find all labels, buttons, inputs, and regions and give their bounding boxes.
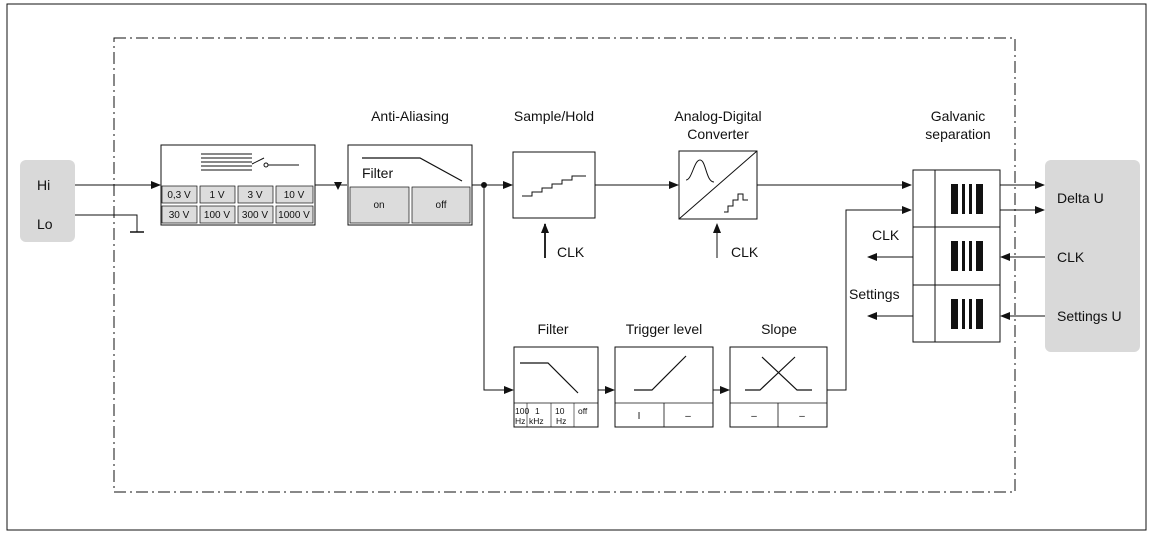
triangle-icon: [334, 182, 342, 190]
device-boundary: [113, 37, 1016, 493]
range-key[interactable]: [237, 205, 274, 224]
out-clk-label: CLK: [1057, 249, 1085, 265]
range-label: 1 V: [209, 190, 224, 201]
delta-u-label: Delta U: [1057, 190, 1104, 206]
aa-off-button[interactable]: [411, 186, 471, 224]
anti-aliasing-block: Anti-Aliasing Filter on off: [347, 108, 473, 226]
aa-filter-label: Filter: [362, 165, 393, 181]
slope-x-icon: [745, 356, 812, 391]
staircase-icon: [522, 175, 586, 197]
slope-title: Slope: [761, 321, 797, 337]
range-label: 3 V: [247, 190, 262, 201]
galvanic-title-2: separation: [925, 126, 990, 142]
switch-icon: [201, 153, 299, 171]
lowpass-curve-icon: [362, 157, 463, 182]
galvanic-title-1: Galvanic: [931, 108, 985, 124]
trigger-level-btn2[interactable]: –: [685, 411, 691, 422]
tf-option-top[interactable]: 10: [555, 406, 565, 416]
side-settings-label: Settings: [849, 286, 900, 302]
range-key[interactable]: [161, 205, 198, 224]
outer-frame: [6, 3, 1147, 531]
trigger-branch-line: [483, 185, 514, 394]
slope-btn1[interactable]: –: [751, 411, 757, 422]
tf-option-top[interactable]: 1: [535, 406, 540, 416]
adc-title-1: Analog-Digital: [674, 108, 761, 124]
sample-hold-block: Sample/Hold CLK: [512, 108, 596, 260]
digital-steps-icon: [724, 193, 748, 213]
adc-title-2: Converter: [687, 126, 749, 142]
trigger-level-btn1[interactable]: I: [638, 411, 641, 422]
analog-wave-icon: [685, 159, 715, 183]
slope-block: Slope – –: [729, 321, 828, 428]
range-row-1: 0,3 V 1 V 3 V 10 V: [161, 185, 314, 204]
sh-clk-label: CLK: [557, 244, 585, 260]
transformer-icon: [951, 299, 983, 329]
ramp-icon: [634, 355, 687, 391]
range-label: 100 V: [204, 210, 230, 221]
range-key[interactable]: [237, 185, 274, 204]
tf-option-top[interactable]: 100: [515, 406, 529, 416]
input-panel: Hi Lo: [20, 160, 75, 242]
transformer-icon: [951, 184, 983, 214]
galvanic-separation-block: Galvanic separation: [912, 108, 1001, 343]
range-key[interactable]: [199, 205, 236, 224]
lo-label: Lo: [37, 216, 53, 232]
aa-off-label: off: [436, 200, 447, 211]
sample-hold-title: Sample/Hold: [514, 108, 594, 124]
aa-on-button[interactable]: [349, 186, 410, 224]
range-label: 0,3 V: [167, 190, 191, 201]
trigger-filter-block: Filter 100 Hz 1 kHz 10 Hz off: [513, 321, 599, 428]
range-key[interactable]: [275, 205, 314, 224]
settings-u-label: Settings U: [1057, 308, 1122, 324]
adc-diagonal: [678, 150, 758, 220]
adc-clk-label: CLK: [731, 244, 759, 260]
range-label: 30 V: [169, 210, 190, 221]
range-key[interactable]: [275, 185, 314, 204]
range-selector: 0,3 V 1 V 3 V 10 V 30 V 100 V 300 V 1000…: [160, 144, 316, 226]
range-key[interactable]: [161, 185, 198, 204]
anti-aliasing-title: Anti-Aliasing: [371, 108, 449, 124]
lo-line: [75, 214, 138, 232]
trigger-filter-title: Filter: [537, 321, 568, 337]
range-label: 300 V: [242, 210, 268, 221]
tf-option-bottom: Hz: [556, 416, 566, 426]
trigger-level-title: Trigger level: [626, 321, 703, 337]
range-label: 1000 V: [278, 210, 310, 221]
tf-option-bottom: Hz: [515, 416, 525, 426]
range-label: 10 V: [284, 190, 305, 201]
lowpass-curve-icon: [520, 362, 579, 394]
adc-block: Analog-Digital Converter CLK: [674, 108, 761, 260]
aa-on-label: on: [373, 200, 384, 211]
trigger-level-block: Trigger level I –: [614, 321, 714, 428]
slope-to-galvanic-line: [827, 206, 912, 391]
output-panel: Delta U CLK Settings U: [1045, 160, 1140, 352]
hi-label: Hi: [37, 177, 50, 193]
tf-option-top[interactable]: off: [578, 406, 588, 416]
side-clk-label: CLK: [872, 227, 900, 243]
range-key[interactable]: [199, 185, 236, 204]
range-row-2: 30 V 100 V 300 V 1000 V: [161, 205, 314, 224]
tf-option-bottom: kHz: [529, 416, 544, 426]
slope-btn2[interactable]: –: [799, 411, 805, 422]
transformer-icon: [951, 241, 983, 271]
